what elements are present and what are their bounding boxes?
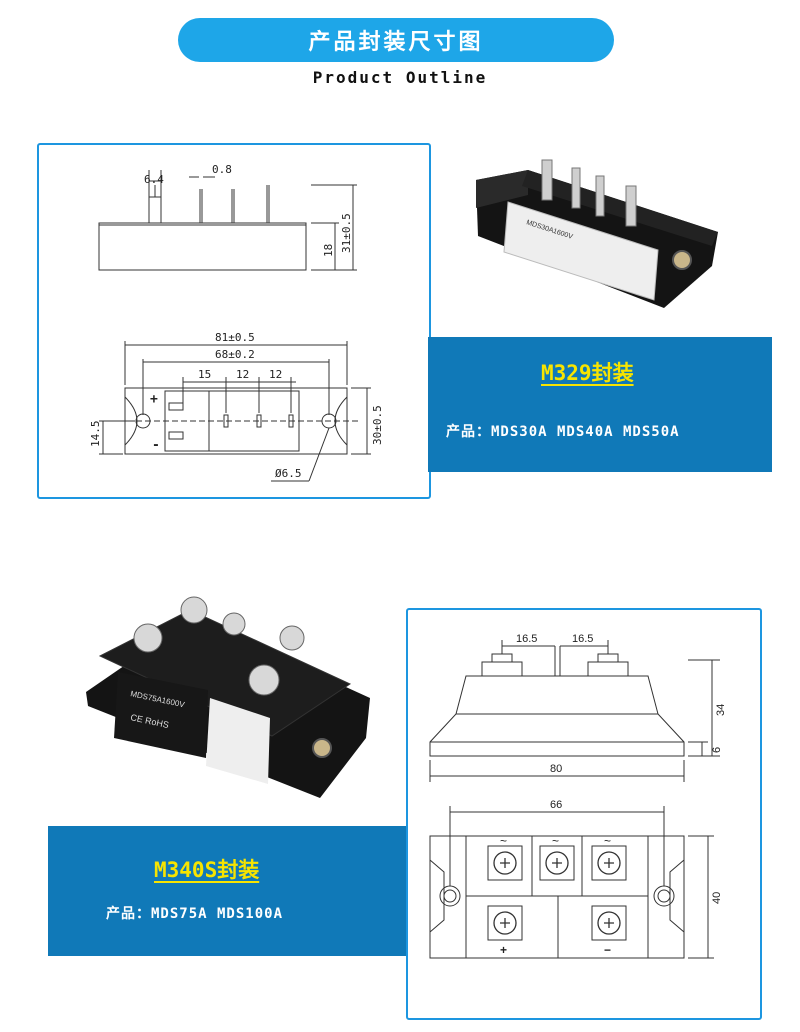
m329-outline-drawing: 6.4 0.8 31±0.5 18 81±0.5 68±0.2 15 12 12… bbox=[89, 163, 384, 482]
m329-plus-mark: + bbox=[150, 392, 158, 407]
m329-dim-pitch-b: 12 bbox=[236, 368, 249, 381]
m340s-info-bar: M340S封装 产品：MDS75A MDS100A bbox=[48, 826, 408, 956]
m340s-ac-mark-b: ~ bbox=[552, 834, 559, 848]
m340s-product-list: 产品：MDS75A MDS100A bbox=[106, 906, 284, 922]
m329-drawing-panel: 6.4 0.8 31±0.5 18 81±0.5 68±0.2 15 12 12… bbox=[37, 143, 431, 499]
m329-info-bar: M329封装 产品：MDS30A MDS40A MDS50A bbox=[428, 337, 772, 472]
m329-dim-pitch-a: 15 bbox=[198, 368, 211, 381]
m329-dim-height-total: 31±0.5 bbox=[340, 213, 353, 253]
m329-dim-width-total: 30±0.5 bbox=[371, 405, 384, 445]
m340s-plus-mark: + bbox=[500, 943, 507, 957]
m340s-dim-pitch-b: 16.5 bbox=[572, 633, 593, 645]
m340s-dim-hole-spacing: 66 bbox=[550, 799, 562, 811]
m340s-product-photo: MDS75A1600V CE RoHS bbox=[86, 596, 370, 798]
section-title-pill: 产品封装尺寸图 bbox=[178, 18, 614, 62]
m340s-package-title: M340S封装 bbox=[154, 858, 260, 882]
m340s-dim-pitch-a: 16.5 bbox=[516, 633, 537, 645]
m340s-dim-height: 34 bbox=[715, 704, 727, 716]
m329-dim-hole-spacing: 68±0.2 bbox=[215, 348, 255, 361]
m340s-drawing-panel: 16.5 16.5 34 6 80 66 40 ~ ~ ~ + − bbox=[406, 608, 762, 1020]
m329-dim-pin-thick: 0.8 bbox=[212, 163, 232, 176]
m329-dim-hole-dia: Ø6.5 bbox=[275, 467, 302, 480]
m329-dim-len-total: 81±0.5 bbox=[215, 331, 255, 344]
m340s-dim-base: 6 bbox=[711, 747, 723, 753]
m329-dim-pitch-c: 12 bbox=[269, 368, 282, 381]
section-subtitle: Product Outline bbox=[312, 68, 488, 87]
m329-dim-pin-width: 6.4 bbox=[144, 173, 164, 186]
m340s-dim-width: 40 bbox=[711, 892, 723, 904]
section-title: 产品封装尺寸图 bbox=[308, 30, 484, 55]
m329-product-photo: MDS30A1600V bbox=[476, 159, 718, 308]
m329-dim-height-body: 18 bbox=[322, 244, 335, 257]
m340s-minus-mark: − bbox=[604, 943, 611, 957]
m329-dim-hole-offset: 14.5 bbox=[89, 421, 102, 448]
m340s-outline-drawing: 16.5 16.5 34 6 80 66 40 ~ ~ ~ + − bbox=[429, 633, 727, 959]
m340s-ac-mark-c: ~ bbox=[604, 834, 611, 848]
m340s-ac-mark-a: ~ bbox=[500, 834, 507, 848]
m329-product-list: 产品：MDS30A MDS40A MDS50A bbox=[446, 424, 680, 440]
m340s-dim-length: 80 bbox=[550, 763, 562, 775]
m329-package-title: M329封装 bbox=[541, 361, 634, 385]
m329-minus-mark: - bbox=[152, 438, 160, 453]
